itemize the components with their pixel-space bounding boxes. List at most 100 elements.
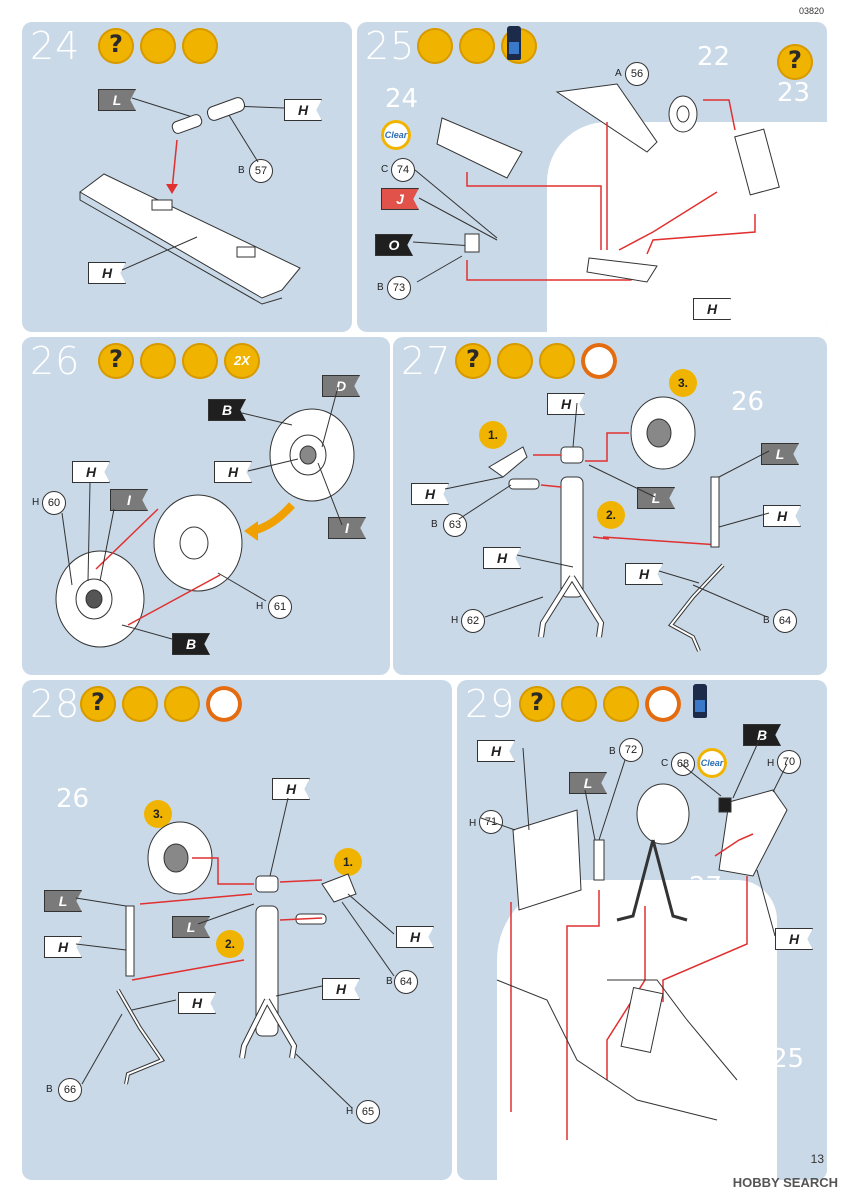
step-number: 24 [30, 24, 81, 68]
step-24-drawing [79, 97, 301, 305]
order-badge: 2. [216, 930, 244, 958]
subassembly-label: 26 [731, 387, 765, 417]
part-letter: B [238, 165, 245, 176]
clear-bottle-icon [507, 26, 521, 60]
question-icon [519, 686, 555, 722]
part-letter: H [767, 758, 775, 769]
part-number: 57 [249, 159, 273, 183]
clear-bottle-icon [693, 684, 707, 718]
question-icon [98, 343, 134, 379]
color-flag-h: H [214, 461, 252, 483]
order-badge: 3. [669, 369, 697, 397]
paint-brush-icon [182, 343, 218, 379]
part-letter: B [609, 746, 616, 757]
glue-icon [122, 686, 158, 722]
part-number: 63 [443, 513, 467, 537]
glue-icon [417, 28, 453, 64]
doc-code: 03820 [798, 6, 824, 16]
order-badge: 3. [144, 800, 172, 828]
step-26-drawing [55, 386, 355, 648]
order-badge: 1. [479, 421, 507, 449]
clock-icon [581, 343, 617, 379]
part-number: 64 [773, 609, 797, 633]
color-flag-h: H [322, 978, 360, 1000]
question-icon [455, 343, 491, 379]
step-number: 26 [30, 339, 81, 383]
step-27-drawing [444, 396, 770, 652]
part-number: 64 [394, 970, 418, 994]
part-number: 61 [268, 595, 292, 619]
part-letter: C [661, 758, 669, 769]
fuselage-white-area [547, 122, 827, 332]
glue-icon [561, 686, 597, 722]
color-flag-h: H [44, 936, 82, 958]
part-letter: H [469, 818, 477, 829]
step-number: 29 [465, 682, 516, 726]
color-flag-l: L [98, 89, 136, 111]
part-letter: B [46, 1084, 53, 1095]
glue-icon [140, 28, 176, 64]
order-badge: 1. [334, 848, 362, 876]
subassembly-label: 26 [56, 784, 90, 814]
paint-brush-icon [182, 28, 218, 64]
paint-brush-icon [164, 686, 200, 722]
step-28-drawing [75, 797, 395, 1109]
part-letter: H [346, 1106, 354, 1117]
glue-cement-icon [459, 28, 495, 64]
color-flag-h: H [272, 778, 310, 800]
order-badge: 2. [597, 501, 625, 529]
part-letter: A [615, 68, 622, 79]
part-letter: B [431, 519, 438, 530]
part-number: 72 [619, 738, 643, 762]
subassembly-label: 27 [689, 872, 723, 902]
part-number: 73 [387, 276, 411, 300]
step-28-panel: 28 26 3. H 1. L L H 2. H B 64 H H B 66 H… [22, 680, 452, 1180]
page-number: 13 [810, 1152, 824, 1166]
part-letter: B [386, 976, 393, 987]
part-number: 70 [777, 750, 801, 774]
step-29-drawing [480, 735, 788, 1140]
step-number: 25 [365, 24, 416, 68]
color-flag-i: I [110, 489, 148, 511]
step-number: 27 [401, 339, 452, 383]
step-27-panel: 27 3. 26 H 1. L H L B 63 2. H H H H 62 B… [393, 337, 827, 675]
clock-icon [206, 686, 242, 722]
color-flag-l: L [761, 443, 799, 465]
part-number: 74 [391, 158, 415, 182]
part-letter: H [256, 601, 264, 612]
step-29-panel: 29 H B 72 B C 68 Clear H 70 L H 71 27 H … [457, 680, 827, 1180]
question-icon [80, 686, 116, 722]
part-letter: B [377, 282, 384, 293]
question-icon [777, 44, 813, 80]
step-26-panel: 26 2X D B H H H 60 I I H 61 B [22, 337, 390, 675]
part-number: 56 [625, 62, 649, 86]
color-flag-h: H [483, 547, 521, 569]
step-24-panel: 24 L H B 57 H [22, 22, 352, 332]
subassembly-label: 25 [771, 1044, 805, 1074]
part-number: 60 [42, 491, 66, 515]
clear-badge: Clear [697, 748, 727, 778]
part-letter: H [32, 497, 40, 508]
watermark: HOBBY SEARCH [732, 1175, 838, 1190]
subassembly-label: 20 [769, 230, 803, 260]
subassembly-label: 23 [777, 78, 811, 108]
part-number: 68 [671, 752, 695, 776]
glue-icon [140, 343, 176, 379]
part-letter: C [381, 164, 389, 175]
subassembly-label: 24 [385, 84, 419, 114]
paint-brush-icon [603, 686, 639, 722]
step-25-drawing [412, 83, 780, 283]
part-number: 65 [356, 1100, 380, 1124]
step-25-panel: 25 A 56 22 23 24 Clear C 74 J O B 73 20 … [357, 22, 827, 332]
color-flag-b: B [172, 633, 210, 655]
subassembly-label: 22 [697, 42, 731, 72]
clear-badge: Clear [381, 120, 411, 150]
question-icon [98, 28, 134, 64]
step-number: 28 [30, 682, 81, 726]
color-flag-h: H [547, 393, 585, 415]
glue-icon [497, 343, 533, 379]
part-number: 66 [58, 1078, 82, 1102]
paint-brush-icon [539, 343, 575, 379]
part-number: 62 [461, 609, 485, 633]
part-letter: H [451, 615, 459, 626]
